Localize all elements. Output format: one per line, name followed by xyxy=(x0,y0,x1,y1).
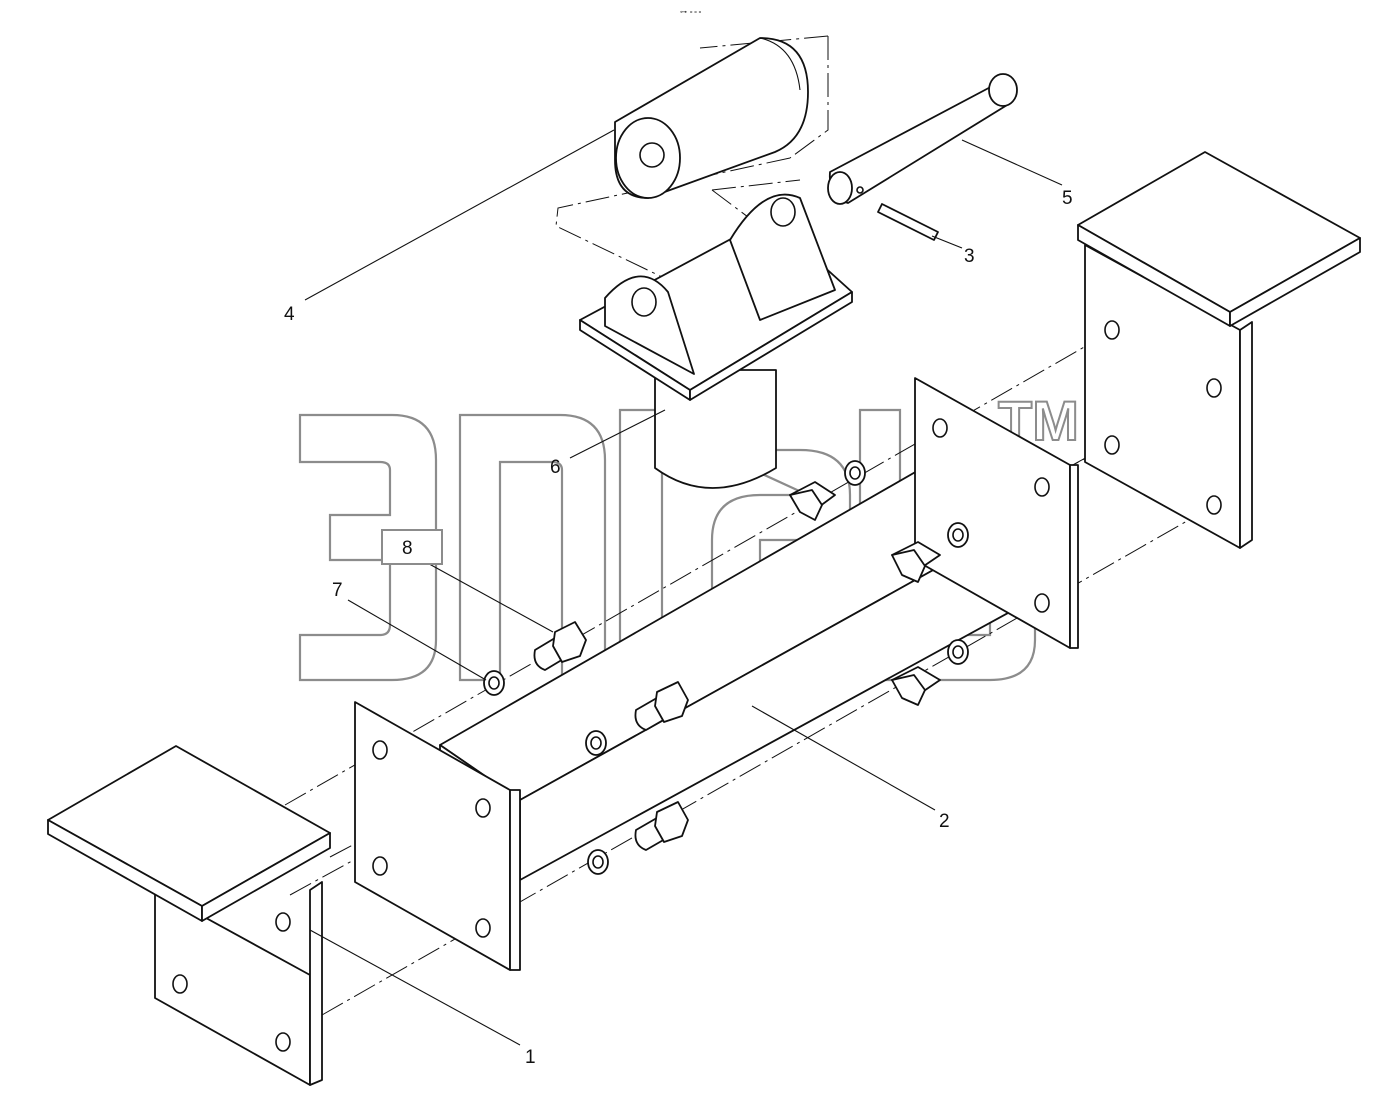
bolt xyxy=(533,621,587,671)
bolt xyxy=(634,681,689,731)
pivot-bracket xyxy=(579,193,853,489)
callout-1: 1 xyxy=(525,1047,536,1068)
callout-labels: 1 2 3 4 5 6 7 8 xyxy=(284,188,1073,1068)
bolt xyxy=(789,481,836,521)
bolts-and-washers xyxy=(483,460,969,875)
hinge-pin xyxy=(827,73,1018,205)
callout-4: 4 xyxy=(284,304,295,325)
watermark-trademark: TM xyxy=(998,389,1079,452)
corner-mark: ⊶ ∘∘∘ xyxy=(680,9,702,16)
callout-5: 5 xyxy=(1062,188,1073,209)
callout-8-box xyxy=(381,529,443,565)
main-beam xyxy=(354,377,1079,971)
mounting-bracket-right xyxy=(1077,151,1361,549)
bolt xyxy=(891,541,941,583)
cotter-pin xyxy=(877,203,939,241)
leader-lines xyxy=(304,129,1063,1046)
bolt xyxy=(891,666,941,706)
roller-sleeve xyxy=(614,37,809,199)
callout-2: 2 xyxy=(939,811,950,832)
callout-8: 8 xyxy=(402,538,413,559)
bolt xyxy=(634,801,689,851)
callout-3: 3 xyxy=(964,246,975,267)
callout-6: 6 xyxy=(550,457,561,478)
mounting-bracket-left xyxy=(47,745,331,1086)
callout-7: 7 xyxy=(332,580,343,601)
